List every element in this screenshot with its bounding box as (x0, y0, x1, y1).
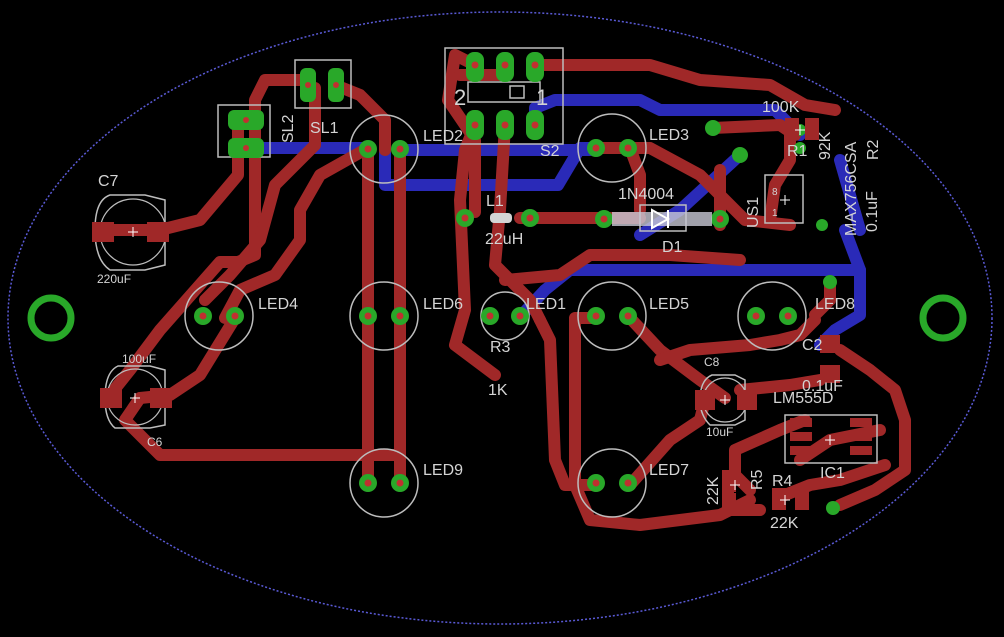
s2-pin2-label: 2 (454, 85, 466, 110)
s2-pin1-label: 1 (536, 85, 548, 110)
led6-label: LED6 (423, 296, 463, 313)
l1-value: 22uH (485, 231, 523, 248)
r2-name: R2 (865, 139, 882, 160)
c2-value: 0.1uF (802, 378, 843, 395)
c2-name: C2 (802, 337, 823, 354)
c7-name: C7 (98, 173, 119, 190)
led4-label: LED4 (258, 296, 298, 313)
c8-name: C8 (704, 355, 720, 369)
origin-marks (128, 125, 835, 505)
smd-pads (92, 118, 872, 515)
l1-name: L1 (486, 193, 504, 210)
r5-name: R5 (749, 469, 766, 490)
board-outline (7, 11, 993, 625)
c7-value: 220uF (97, 272, 131, 286)
us1-pin1: 1 (772, 208, 778, 219)
r4-value: 22K (770, 515, 799, 532)
drill-holes (199, 61, 792, 487)
sl1-label: SL1 (310, 120, 339, 137)
led9-label: LED9 (423, 462, 463, 479)
r1-name: R1 (787, 143, 808, 160)
led7-label: LED7 (649, 462, 689, 479)
us1-name: US1 (745, 197, 762, 228)
us1-part: MAX756CSA (843, 141, 860, 236)
sl2-label: SL2 (280, 114, 297, 143)
us1-pin8: 8 (772, 187, 778, 198)
c6-name: C6 (147, 435, 163, 449)
r1-value: 100K (762, 99, 800, 116)
r2-value: 92K (817, 131, 834, 160)
led5-label: LED5 (649, 296, 689, 313)
r3-name: R3 (490, 339, 511, 356)
led8-label: LED8 (815, 296, 855, 313)
lm555-label: LM555D (773, 390, 833, 407)
d1-name: D1 (662, 239, 683, 256)
mounting-hole-right (919, 294, 967, 342)
d1-value: 1N4004 (618, 186, 674, 203)
led1-label: LED1 (526, 296, 566, 313)
r4-name: R4 (772, 473, 793, 490)
mounting-hole-left (27, 294, 75, 342)
c1-value: 0.1uF (864, 191, 881, 232)
l1-body (490, 213, 512, 223)
led3-label: LED3 (649, 127, 689, 144)
ic1-label: IC1 (820, 465, 845, 482)
led2-label: LED2 (423, 128, 463, 145)
c6-value: 100uF (122, 352, 156, 366)
r5-value: 22K (705, 476, 722, 505)
c8-value: 10uF (706, 425, 733, 439)
d1-band (612, 212, 712, 226)
r3-value: 1K (488, 382, 508, 399)
s2-name: S2 (540, 143, 560, 160)
d1-arrow (651, 208, 671, 230)
